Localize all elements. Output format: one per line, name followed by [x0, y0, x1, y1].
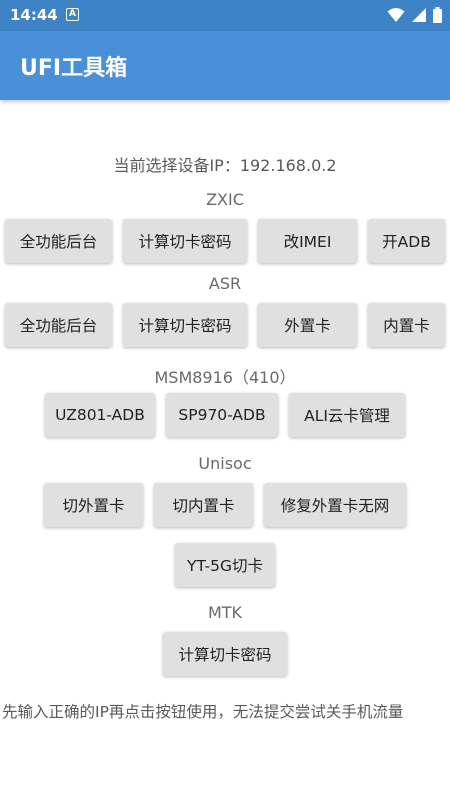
asr-full-admin-button[interactable]: 全功能后台 — [5, 303, 112, 347]
section-title-zxic: ZXIC — [206, 190, 244, 209]
section-title-unisoc: Unisoc — [198, 454, 252, 473]
zxic-change-imei-button[interactable]: 改IMEI — [258, 219, 357, 263]
section-title-msm8916: MSM8916（410） — [154, 368, 296, 387]
status-icons — [387, 6, 442, 24]
app-title: UFI工具箱 — [20, 56, 128, 81]
zxic-enable-adb-button[interactable]: 开ADB — [368, 219, 445, 263]
unisoc-external-card-button[interactable]: 切外置卡 — [44, 483, 143, 527]
device-ip-label: 当前选择设备IP：192.168.0.2 — [113, 156, 337, 175]
section-title-asr: ASR — [208, 274, 242, 293]
mtk-card-password-button[interactable]: 计算切卡密码 — [163, 632, 287, 676]
sp970-adb-button[interactable]: SP970-ADB — [166, 393, 278, 437]
status-bar: 14:44 A — [0, 0, 450, 31]
battery-icon — [433, 7, 442, 23]
asr-external-card-button[interactable]: 外置卡 — [258, 303, 357, 347]
ali-cloud-card-button[interactable]: ALI云卡管理 — [289, 393, 405, 437]
usage-note: 先输入正确的IP再点击按钮使用，无法提交尝试关手机流量 — [2, 703, 404, 721]
uz801-adb-button[interactable]: UZ801-ADB — [45, 393, 155, 437]
zxic-full-admin-button[interactable]: 全功能后台 — [5, 219, 112, 263]
signal-icon — [412, 8, 426, 22]
wifi-icon — [387, 8, 405, 22]
zxic-card-password-button[interactable]: 计算切卡密码 — [123, 219, 247, 263]
status-time: 14:44 — [10, 6, 58, 24]
notification-icon: A — [66, 8, 79, 21]
unisoc-fix-external-card-button[interactable]: 修复外置卡无网 — [264, 483, 406, 527]
unisoc-internal-card-button[interactable]: 切内置卡 — [154, 483, 253, 527]
section-title-mtk: MTK — [207, 603, 243, 622]
asr-card-password-button[interactable]: 计算切卡密码 — [123, 303, 247, 347]
app-bar: UFI工具箱 — [0, 31, 450, 100]
asr-internal-card-button[interactable]: 内置卡 — [368, 303, 445, 347]
yt-5g-switch-card-button[interactable]: YT-5G切卡 — [175, 543, 275, 587]
